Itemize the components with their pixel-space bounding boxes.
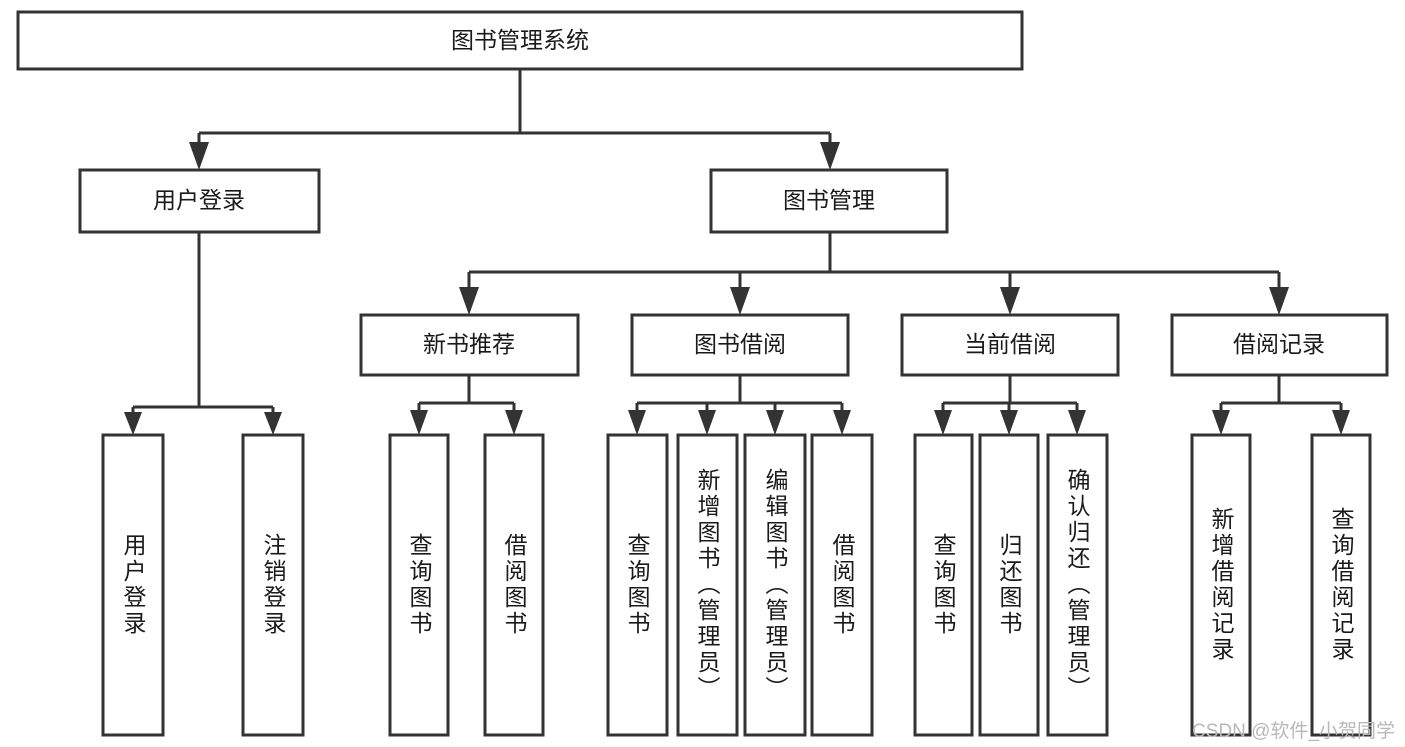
node-leaf-edit-book-admin-label: 编辑图书（管理员）	[762, 468, 789, 702]
arrowhead-book-management	[820, 142, 840, 170]
node-leaf-borrow-book-label: 借阅图书	[829, 533, 856, 637]
node-leaf-return-book-label: 归还图书	[996, 533, 1023, 637]
arrowhead-user-login	[189, 142, 209, 170]
node-leaf-confirm-return-admin-box[interactable]	[1046, 433, 1109, 737]
arrowhead-leaf-query-book-current	[934, 410, 952, 435]
node-current-borrow-box[interactable]	[900, 313, 1120, 377]
node-leaf-borrow-book-recommend-box[interactable]	[483, 433, 545, 737]
node-leaf-borrow-book-recommend-label: 借阅图书	[501, 533, 528, 637]
arrowhead-new-book-recommend	[459, 287, 479, 315]
arrowhead-leaf-query-book-borrow	[628, 410, 646, 435]
node-leaf-borrow-book-recommend[interactable]: 借阅图书	[483, 433, 545, 737]
arrowhead-borrow-record	[1269, 287, 1289, 315]
node-book-borrow-box[interactable]	[630, 313, 850, 377]
connector-layer	[124, 69, 1350, 435]
arrowhead-leaf-query-borrow-record	[1332, 410, 1350, 435]
arrowhead-leaf-add-book-admin	[698, 410, 716, 435]
node-leaf-return-book[interactable]: 归还图书	[978, 433, 1040, 737]
node-leaf-add-borrow-record[interactable]: 新增借阅记录	[1190, 433, 1252, 737]
node-leaf-query-borrow-record[interactable]: 查询借阅记录	[1310, 433, 1372, 737]
node-book-management-label: 图书管理	[783, 187, 875, 213]
node-book-management[interactable]: 图书管理	[709, 168, 949, 234]
node-leaf-query-book-current-box[interactable]	[913, 433, 974, 737]
node-leaf-query-book-current-label: 查询图书	[930, 533, 957, 637]
node-leaf-add-book-admin-box[interactable]	[676, 433, 739, 737]
node-new-book-recommend[interactable]: 新书推荐	[359, 313, 580, 377]
node-leaf-query-book-recommend-box[interactable]	[388, 433, 450, 737]
node-root-label: 图书管理系统	[451, 27, 589, 53]
node-leaf-logout-label: 注销登录	[260, 533, 287, 637]
node-book-borrow[interactable]: 图书借阅	[630, 313, 850, 377]
node-leaf-add-borrow-record-label: 新增借阅记录	[1208, 507, 1235, 663]
node-leaf-borrow-book-box[interactable]	[810, 433, 874, 737]
node-book-management-box[interactable]	[709, 168, 949, 234]
node-leaf-logout[interactable]: 注销登录	[241, 433, 305, 737]
node-book-borrow-label: 图书借阅	[694, 331, 786, 357]
node-leaf-user-login-label: 用户登录	[120, 533, 147, 637]
node-current-borrow[interactable]: 当前借阅	[900, 313, 1120, 377]
node-leaf-borrow-book[interactable]: 借阅图书	[810, 433, 874, 737]
node-user-login[interactable]: 用户登录	[78, 168, 321, 234]
arrowhead-current-borrow	[1000, 287, 1020, 315]
arrowhead-leaf-add-borrow-record	[1212, 410, 1230, 435]
arrowhead-leaf-logout	[264, 412, 282, 435]
node-leaf-confirm-return-admin-label: 确认归还（管理员）	[1064, 468, 1091, 702]
arrowhead-leaf-query-book-recommend	[410, 410, 428, 435]
node-user-login-label: 用户登录	[153, 187, 245, 213]
node-leaf-edit-book-admin-box[interactable]	[743, 433, 807, 737]
node-leaf-query-book-borrow-box[interactable]	[606, 433, 669, 737]
node-leaf-confirm-return-admin[interactable]: 确认归还（管理员）	[1046, 433, 1109, 737]
node-borrow-record-label: 借阅记录	[1233, 331, 1325, 357]
node-new-book-recommend-label: 新书推荐	[423, 331, 515, 357]
node-borrow-record-box[interactable]	[1170, 313, 1389, 377]
node-current-borrow-label: 当前借阅	[964, 331, 1056, 357]
node-leaf-query-borrow-record-label: 查询借阅记录	[1328, 507, 1355, 663]
node-leaf-return-book-box[interactable]	[978, 433, 1040, 737]
arrowhead-leaf-borrow-book-recommend	[505, 410, 523, 435]
node-leaf-add-book-admin[interactable]: 新增图书（管理员）	[676, 433, 739, 737]
arrowhead-leaf-confirm-return-admin	[1068, 410, 1086, 435]
node-leaf-query-book-recommend[interactable]: 查询图书	[388, 433, 450, 737]
arrowhead-book-borrow	[730, 287, 750, 315]
node-root-box[interactable]	[16, 10, 1024, 71]
node-leaf-edit-book-admin[interactable]: 编辑图书（管理员）	[743, 433, 807, 737]
node-new-book-recommend-box[interactable]	[359, 313, 580, 377]
node-leaf-query-borrow-record-box[interactable]	[1310, 433, 1372, 737]
node-leaf-add-book-admin-label: 新增图书（管理员）	[694, 468, 721, 702]
node-leaf-query-book-current[interactable]: 查询图书	[913, 433, 974, 737]
arrowhead-leaf-edit-book-admin	[766, 410, 784, 435]
node-user-login-box[interactable]	[78, 168, 321, 234]
node-leaf-user-login-box[interactable]	[101, 433, 165, 737]
node-leaf-query-book-borrow[interactable]: 查询图书	[606, 433, 669, 737]
node-leaf-logout-box[interactable]	[241, 433, 305, 737]
node-borrow-record[interactable]: 借阅记录	[1170, 313, 1389, 377]
csdn-watermark: CSDN @软件_小贺同学	[1192, 721, 1395, 742]
node-leaf-query-book-borrow-label: 查询图书	[624, 533, 651, 637]
arrowhead-leaf-user-login	[124, 412, 142, 435]
arrowhead-leaf-return-book	[1000, 410, 1018, 435]
arrowhead-leaf-borrow-book	[833, 410, 851, 435]
node-leaf-user-login[interactable]: 用户登录	[101, 433, 165, 737]
node-root[interactable]: 图书管理系统	[16, 10, 1024, 71]
node-leaf-query-book-recommend-label: 查询图书	[406, 533, 433, 637]
node-leaf-add-borrow-record-box[interactable]	[1190, 433, 1252, 737]
